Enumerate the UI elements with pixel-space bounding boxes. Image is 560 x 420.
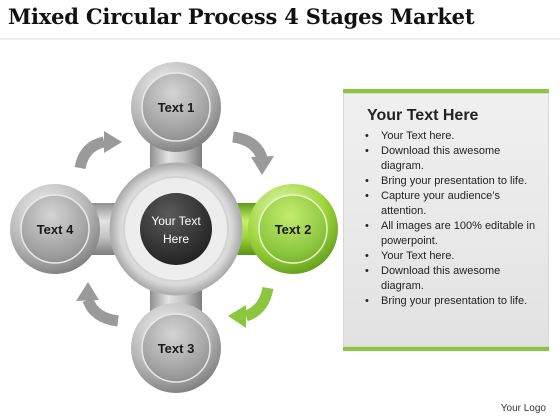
panel-heading: Your Text Here (367, 107, 479, 124)
stage-1-label: Text 1 (158, 100, 195, 115)
list-item: Bring your presentation to life. (363, 174, 541, 189)
list-item: Download this awesome diagram. (363, 144, 541, 174)
page-title: Mixed Circular Process 4 Stages Market (8, 4, 475, 29)
center-label-line1: Your Text (151, 214, 201, 228)
stage-4-label: Text 4 (37, 222, 74, 237)
stage-node-2: Text 2 (248, 184, 338, 274)
stage-node-3: Text 3 (131, 303, 221, 393)
stage-2-label: Text 2 (275, 222, 312, 237)
title-divider (0, 38, 560, 40)
curved-arrow-bottom-right-icon (228, 286, 274, 328)
stage-node-1: Text 1 (131, 62, 221, 152)
logo-text: Your Logo (500, 403, 546, 414)
text-panel: Your Text Here Your Text here. Download … (343, 89, 549, 351)
curved-arrow-top-left-icon (74, 131, 122, 170)
panel-bullet-list: Your Text here. Download this awesome di… (363, 129, 541, 309)
center-label-line2: Here (163, 232, 189, 246)
curved-arrow-bottom-left-icon (76, 282, 119, 327)
list-item: Capture your audience’s attention. (363, 189, 541, 219)
stage-3-label: Text 3 (158, 341, 195, 356)
list-item: Bring your presentation to life. (363, 294, 541, 309)
list-item: Your Text here. (363, 129, 541, 144)
list-item: Download this awesome diagram. (363, 264, 541, 294)
curved-arrow-top-right-icon (232, 131, 274, 175)
list-item: Your Text here. (363, 249, 541, 264)
stage-node-4: Text 4 (10, 184, 100, 274)
center-hub (140, 193, 212, 265)
list-item: All images are 100% editable in powerpoi… (363, 219, 541, 249)
